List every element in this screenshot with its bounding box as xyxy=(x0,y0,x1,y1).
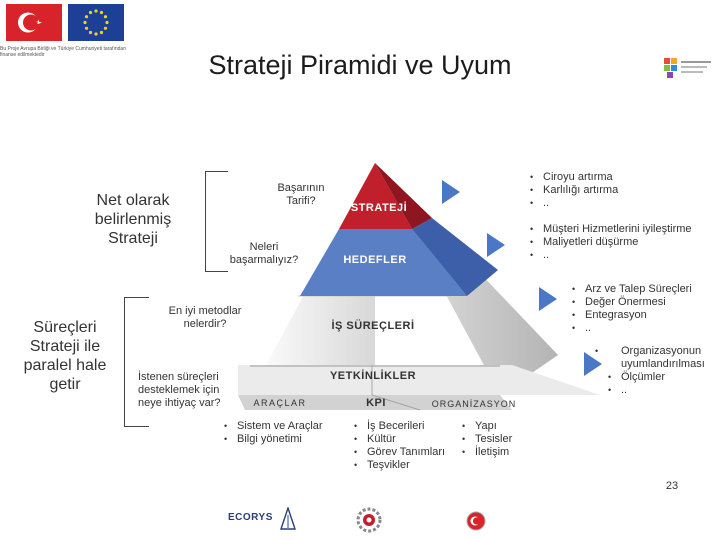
arrow-targets-icon xyxy=(487,233,505,257)
partner-logo-icon xyxy=(662,55,716,81)
arrow-competencies-icon xyxy=(584,352,602,376)
strategy-label: Net olarak belirlenmiş Strateji xyxy=(94,192,172,247)
pyramid-base-front xyxy=(238,395,512,410)
organization-label: ORGANİZASYON xyxy=(431,399,517,409)
strategy-layer-label: STRATEJİ xyxy=(350,202,408,214)
arrow-strategy-icon xyxy=(442,180,460,204)
pyramid-targets-band xyxy=(300,229,467,296)
ecorys-logo: ECORYS xyxy=(228,507,298,531)
processes-bullets: Arz ve Talep Süreçleri Değer Önermesi En… xyxy=(572,283,714,335)
funding-caption: Bu Proje Avrupa Birliği ve Türkiye Cumhu… xyxy=(0,46,126,58)
brace-bottom xyxy=(124,297,149,427)
pyramid-strategy-top xyxy=(339,163,412,229)
question-how: Neleri başarmalıyız? xyxy=(229,241,299,266)
ministry-seal-icon xyxy=(466,511,486,531)
page-title: Strateji Piramidi ve Uyum xyxy=(208,50,512,80)
turkey-flag-icon xyxy=(6,4,62,41)
processes-label: Süreçleri Strateji ile paralel hale geti… xyxy=(23,319,107,393)
competencies-bullets: Organizasyonun uyumlandırılması Ölçümler… xyxy=(608,345,716,397)
strategy-bullets: Ciroyu artırma Karlılığı artırma .. xyxy=(530,171,710,210)
tools-label: ARAÇLAR xyxy=(253,398,307,408)
processes-layer-label: İŞ SÜREÇLERİ xyxy=(331,320,415,332)
targets-bullets: Müşteri Hizmetlerini iyileştirme Maliyet… xyxy=(530,223,716,262)
kpi-label: KPI xyxy=(366,397,386,409)
page-number: 23 xyxy=(665,480,679,492)
question-support: İstenen süreçleri desteklemek için neye … xyxy=(138,371,221,409)
pyramid-base-band xyxy=(238,365,600,395)
question-best-methods: En iyi metodlar nelerdir? xyxy=(168,305,242,330)
gear-emblem-icon xyxy=(355,506,383,534)
eu-flag-icon xyxy=(68,4,124,41)
question-definition: Başarının Tarifi? xyxy=(277,182,325,207)
brace-top xyxy=(205,171,228,272)
competencies-layer-label: YETKİNLİKLER xyxy=(329,370,417,382)
targets-layer-label: HEDEFLER xyxy=(343,254,407,266)
kpi-bullets: İş Becerileri Kültür Görev Tanımları Teş… xyxy=(354,420,464,472)
organization-bullets: Yapı Tesisler İletişim xyxy=(462,420,542,459)
tools-bullets: Sistem ve Araçlar Bilgi yönetimi xyxy=(224,420,354,446)
arrow-processes-icon xyxy=(539,287,557,311)
